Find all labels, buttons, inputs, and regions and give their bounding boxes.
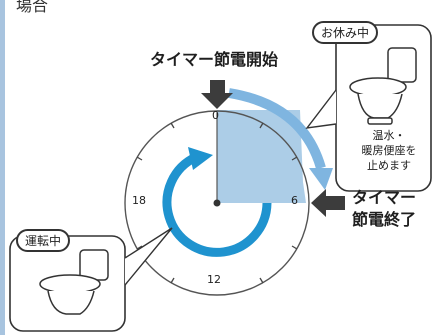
circular-arrow-head bbox=[188, 147, 213, 170]
left-arrow-icon bbox=[311, 189, 345, 217]
timer-shaded-region bbox=[217, 110, 306, 203]
running-panel-pointer bbox=[124, 227, 173, 286]
running-bubble: 運転中 bbox=[16, 229, 71, 252]
clock-face bbox=[124, 110, 310, 296]
toilet-icon bbox=[39, 249, 109, 315]
down-arrow-icon bbox=[201, 80, 233, 109]
resting-note-line1: 温水・ bbox=[372, 129, 406, 142]
timer-end-label-line2: 節電終了 bbox=[352, 210, 417, 229]
clock-tick-12: 12 bbox=[207, 273, 221, 286]
toilet-icon bbox=[349, 47, 417, 125]
resting-note-line3: 止めます bbox=[367, 159, 411, 172]
timer-arc-arrow-icon bbox=[228, 88, 326, 170]
circular-arrow-icon bbox=[162, 152, 272, 257]
clock-tick-18: 18 bbox=[132, 194, 146, 207]
clock-tick-0: 0 bbox=[212, 109, 219, 122]
clock-center-dot bbox=[213, 199, 221, 207]
resting-panel-pointer bbox=[305, 89, 337, 129]
resting-bubble: お休み中 bbox=[312, 21, 379, 44]
timer-arc-arrow-head bbox=[309, 168, 333, 190]
timer-end-label-line1: タイマー bbox=[352, 188, 417, 207]
clock-tick-6: 6 bbox=[291, 194, 298, 207]
timer-start-label: タイマー節電開始 bbox=[150, 50, 279, 69]
resting-note-line2: 暖房便座を bbox=[361, 144, 417, 157]
top-partial-text: 場合 bbox=[16, 0, 49, 15]
clock-tick-marks bbox=[136, 122, 298, 284]
left-accent-bar bbox=[0, 0, 5, 335]
